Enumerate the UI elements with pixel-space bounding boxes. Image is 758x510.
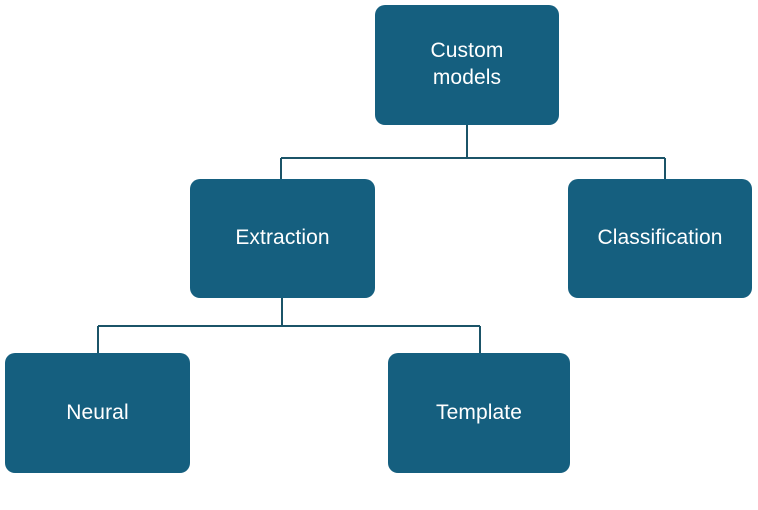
node-custom-models-label: Custom models bbox=[430, 39, 504, 89]
node-template[interactable]: Template bbox=[388, 353, 570, 473]
node-extraction-label: Extraction bbox=[235, 226, 330, 250]
node-classification[interactable]: Classification bbox=[568, 179, 752, 298]
node-extraction[interactable]: Extraction bbox=[190, 179, 375, 298]
node-custom-models[interactable]: Custom models bbox=[375, 5, 559, 125]
node-neural[interactable]: Neural bbox=[5, 353, 190, 473]
node-classification-label: Classification bbox=[597, 226, 723, 250]
node-template-label: Template bbox=[435, 400, 522, 424]
node-neural-label: Neural bbox=[66, 400, 129, 424]
